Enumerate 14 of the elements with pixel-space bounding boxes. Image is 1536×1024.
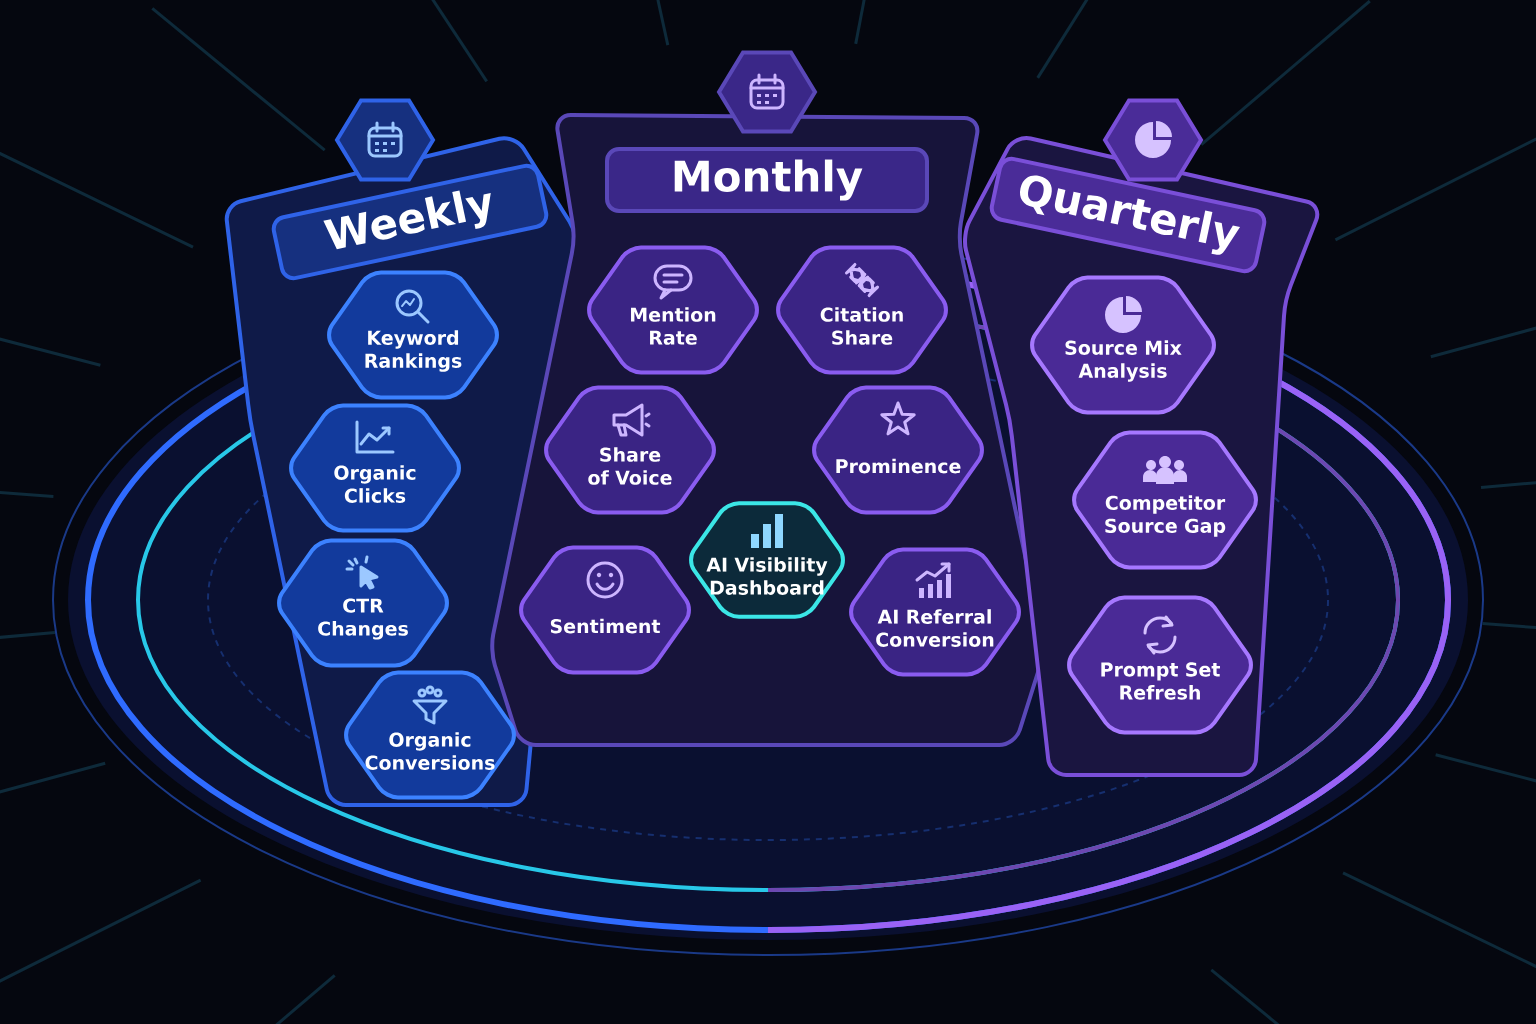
- hexagon-tile: Source Mix Analysis: [1030, 275, 1216, 415]
- hexagon-tile: Organic Conversions: [344, 670, 516, 800]
- hexagon-tile: AI Visibility Dashboard: [689, 501, 845, 619]
- hexagon-tile: AI Referral Conversion: [849, 547, 1021, 677]
- hexagon-tile: Prominence: [812, 385, 984, 515]
- hexagon-tile: Keyword Rankings: [327, 270, 499, 400]
- hexagon-tile: Competitor Source Gap: [1072, 430, 1258, 570]
- hexagon-tile: CTR Changes: [277, 538, 449, 668]
- hexagon-tile: Share of Voice: [544, 385, 716, 515]
- hexagon-tile: Organic Clicks: [289, 403, 461, 533]
- hexagon-tile: Sentiment: [519, 545, 691, 675]
- hexagon-tile: Prompt Set Refresh: [1067, 595, 1253, 735]
- hexagon-tile: Citation Share: [776, 245, 948, 375]
- hexagon-tile: Mention Rate: [587, 245, 759, 375]
